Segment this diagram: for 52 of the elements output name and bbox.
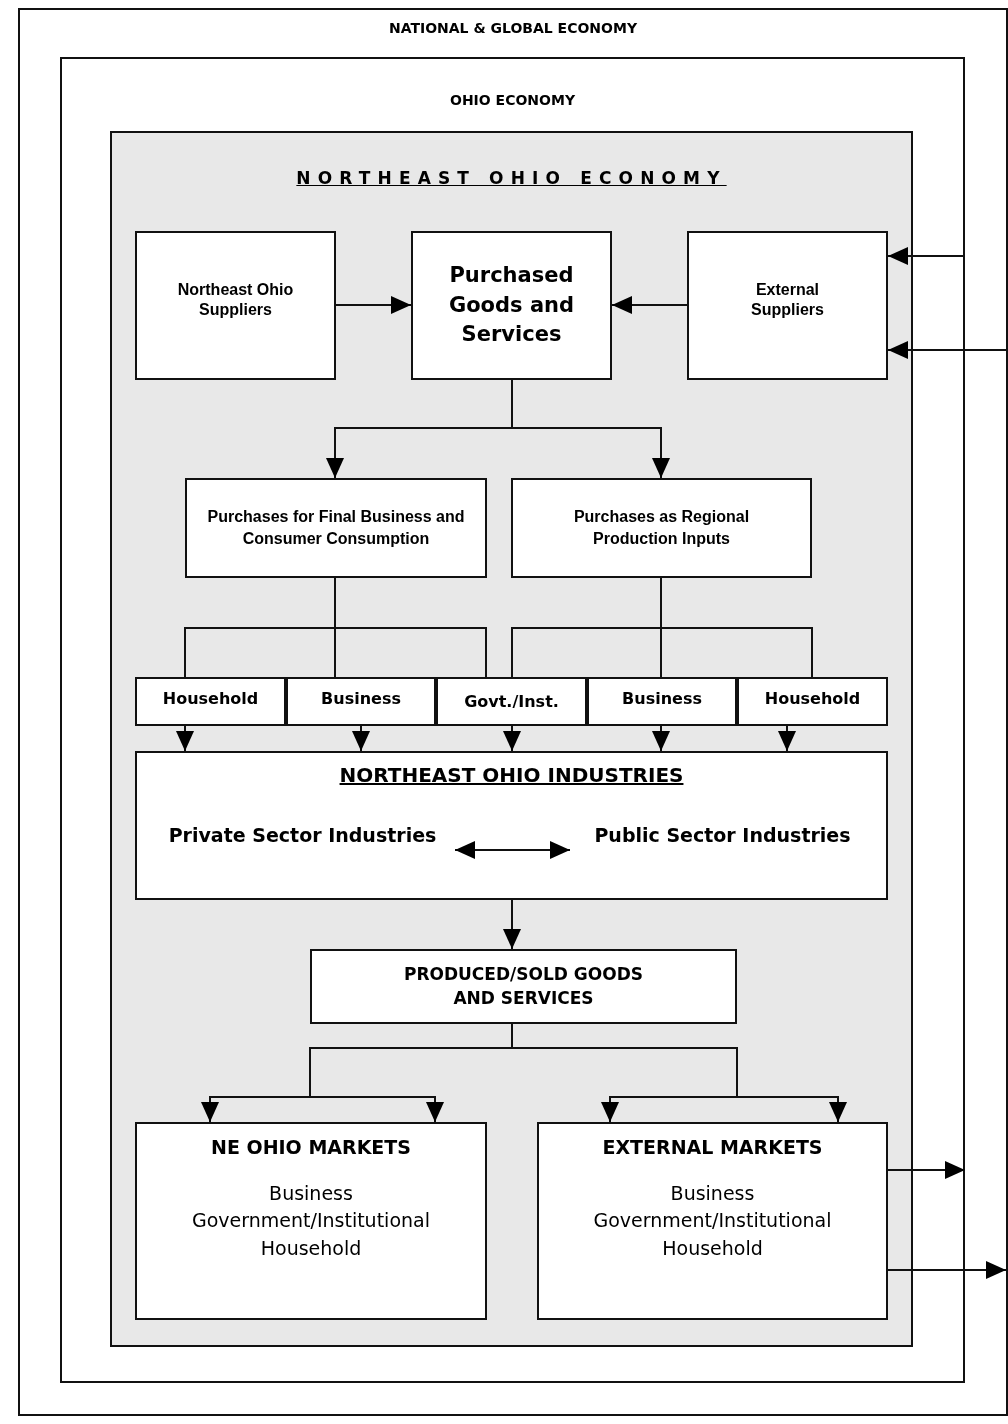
arrow bbox=[611, 296, 688, 314]
process-box bbox=[537, 1122, 888, 1320]
box-label: Purchased Goods and Services bbox=[447, 262, 576, 349]
process-box bbox=[135, 677, 286, 726]
arrow bbox=[503, 899, 521, 950]
process-box bbox=[185, 478, 487, 578]
box-label: External Suppliers bbox=[750, 280, 825, 319]
connector-line bbox=[334, 577, 487, 678]
box-label: Govt./Inst. bbox=[464, 691, 559, 712]
box-label: PRODUCED/SOLD GOODS AND SERVICES bbox=[402, 962, 645, 1010]
box-label: NE OHIO MARKETS bbox=[211, 1135, 411, 1160]
box-description: Business Government/Institutional Household bbox=[592, 1180, 833, 1261]
arrow bbox=[652, 725, 670, 752]
arrow bbox=[176, 725, 194, 752]
box-label: Business bbox=[321, 688, 401, 709]
sector-label: Public Sector Industries bbox=[594, 823, 851, 847]
connector-line bbox=[660, 577, 813, 678]
process-box bbox=[687, 231, 888, 380]
box-label: Household bbox=[764, 688, 861, 709]
box-label: Purchases for Final Business and Consumer Consumption bbox=[206, 506, 466, 549]
region-title: OHIO ECONOMY bbox=[450, 92, 575, 109]
arrow bbox=[887, 1161, 966, 1179]
region-title: NORTHEAST OHIO ECONOMY bbox=[296, 168, 727, 189]
industry-box bbox=[135, 751, 888, 900]
process-box bbox=[411, 231, 612, 380]
industry-title: NORTHEAST OHIO INDUSTRIES bbox=[339, 763, 684, 787]
box-label: Business bbox=[622, 688, 702, 709]
process-box bbox=[286, 677, 436, 726]
process-box bbox=[135, 231, 336, 380]
process-box bbox=[511, 478, 812, 578]
box-label: EXTERNAL MARKETS bbox=[602, 1135, 823, 1160]
process-box bbox=[737, 677, 888, 726]
arrow bbox=[511, 379, 670, 479]
region-box bbox=[110, 131, 913, 1347]
arrow bbox=[352, 725, 370, 752]
box-label: Purchases as Regional Production Inputs bbox=[572, 506, 751, 549]
box-label: Northeast Ohio Suppliers bbox=[176, 280, 295, 319]
arrow bbox=[503, 725, 521, 752]
arrow bbox=[887, 341, 1007, 359]
box-description: Business Government/Institutional Household bbox=[191, 1180, 431, 1261]
region-title: NATIONAL & GLOBAL ECONOMY bbox=[388, 20, 638, 37]
arrow bbox=[887, 1261, 1007, 1279]
arrow bbox=[454, 841, 571, 859]
process-box bbox=[310, 949, 737, 1024]
arrow bbox=[335, 296, 412, 314]
process-box bbox=[135, 1122, 487, 1320]
box-label: Household bbox=[162, 688, 259, 709]
arrow bbox=[887, 247, 966, 265]
process-box bbox=[436, 677, 587, 726]
process-box bbox=[587, 677, 737, 726]
sector-label: Private Sector Industries bbox=[168, 823, 437, 847]
arrow bbox=[778, 725, 796, 752]
